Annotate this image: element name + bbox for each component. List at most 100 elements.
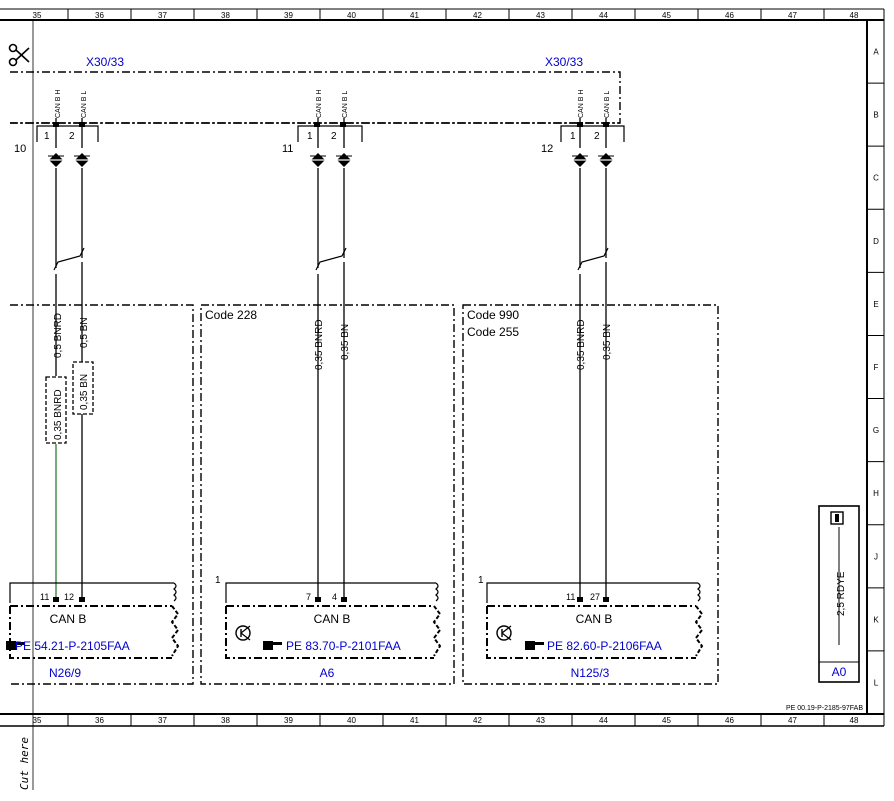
- module-name: A0: [832, 665, 847, 679]
- wire-label: 0,35 BNRD: [576, 319, 587, 370]
- code-areas: [10, 304, 719, 685]
- row-letter: C: [873, 174, 879, 183]
- modules: [6, 582, 704, 659]
- row-letter: J: [874, 552, 878, 561]
- pin-signal-label: CAN B L: [342, 91, 349, 118]
- pin-signal-label: CAN B L: [81, 91, 88, 118]
- connector-id: 11: [282, 143, 293, 155]
- module-pin-number: 4: [332, 592, 337, 602]
- column-number: 46: [725, 11, 734, 20]
- column-number: 42: [473, 716, 482, 725]
- column-number: 45: [662, 716, 671, 725]
- module-pin-number: 12: [64, 592, 74, 602]
- connector-id: 12: [541, 143, 553, 155]
- cut-here-label: Cut here: [18, 737, 31, 790]
- row-letter: G: [873, 426, 879, 435]
- pin-number: 2: [594, 131, 600, 142]
- a0-box: 2,5 RDYE A0: [818, 505, 860, 683]
- column-number: 41: [410, 11, 419, 20]
- pin-number: 1: [44, 131, 50, 142]
- code-label: Code 228: [205, 308, 257, 322]
- pin-number: 2: [69, 131, 75, 142]
- wires: [48, 118, 614, 597]
- row-letter: K: [873, 615, 879, 624]
- module-pin-number: 27: [590, 592, 600, 602]
- connector-id: 10: [14, 143, 26, 155]
- wire-label: 0,35 BN: [602, 324, 613, 360]
- bus-label: CAN B: [314, 612, 351, 626]
- top-ruler: 35 36 37 38 39 40 41 42 43 44 45 46 47 48: [0, 8, 885, 21]
- module-name: N26/9: [49, 666, 81, 680]
- pin-number: 1: [307, 131, 313, 142]
- column-number: 43: [536, 716, 545, 725]
- wire-label: 2,5 RDYE: [836, 571, 847, 616]
- wire-label: 0,35 BNRD: [53, 389, 64, 440]
- module-name: A6: [320, 666, 335, 680]
- module-pin-number: 11: [566, 592, 575, 602]
- connector-label-left: X30/33: [86, 55, 124, 69]
- column-number: 44: [599, 11, 608, 20]
- pointer-hand-icon: [263, 641, 282, 650]
- column-number: 36: [95, 716, 104, 725]
- column-number: 41: [410, 716, 419, 725]
- footer-reference: PE 00.19-P-2185-97FAB: [786, 705, 863, 712]
- column-number: 37: [158, 11, 167, 20]
- column-number: 45: [662, 11, 671, 20]
- wire-label: 0,5 BNRD: [53, 313, 64, 358]
- column-number: 38: [221, 716, 230, 725]
- row-letter: E: [873, 300, 878, 309]
- wire-label: 0,35 BNRD: [314, 319, 325, 370]
- column-number: 36: [95, 11, 104, 20]
- wire-sleeve: [72, 361, 94, 415]
- pointer-hand-icon: [525, 641, 544, 650]
- pin-signal-label: CAN B H: [316, 90, 323, 118]
- code-label: Code 990: [467, 308, 519, 322]
- column-number: 44: [599, 716, 608, 725]
- bus-label: CAN B: [576, 612, 613, 626]
- column-number: 42: [473, 11, 482, 20]
- pin-number: 2: [331, 131, 337, 142]
- transistor-icon: [235, 625, 251, 641]
- module-side-number: 1: [215, 575, 221, 586]
- module-pin-number: 11: [40, 592, 49, 602]
- column-number: 48: [850, 716, 859, 725]
- column-number: 40: [347, 716, 356, 725]
- wire-label: 0,35 BN: [79, 374, 90, 410]
- column-number: 43: [536, 11, 545, 20]
- column-number: 38: [221, 11, 230, 20]
- column-number: 40: [347, 11, 356, 20]
- connector-x30-33-group: [10, 71, 621, 124]
- row-letter: L: [874, 678, 879, 687]
- pin-signal-label: CAN B H: [578, 90, 585, 118]
- module-pin-number: 7: [306, 592, 311, 602]
- pin-signal-label: CAN B L: [604, 91, 611, 118]
- column-number: 37: [158, 716, 167, 725]
- code-label: Code 255: [467, 325, 519, 339]
- info-icon: [830, 511, 844, 525]
- reference-link[interactable]: PE 54.21-P-2105FAA: [15, 639, 130, 653]
- module-name: N125/3: [571, 666, 610, 680]
- wire-sleeve: [45, 376, 67, 444]
- connector-label-right: X30/33: [545, 55, 583, 69]
- column-number: 35: [33, 716, 42, 725]
- transistor-icon: [496, 625, 512, 641]
- column-number: 46: [725, 716, 734, 725]
- wire-label: 0,5 BN: [79, 317, 90, 348]
- column-number: 39: [284, 11, 293, 20]
- pointer-hand-icon: [6, 641, 25, 650]
- column-number: 39: [284, 716, 293, 725]
- row-letter: B: [873, 111, 878, 120]
- reference-link[interactable]: PE 82.60-P-2106FAA: [547, 639, 662, 653]
- bus-label: CAN B: [50, 612, 87, 626]
- pin-signal-label: CAN B H: [55, 90, 62, 118]
- row-letter: H: [873, 489, 879, 498]
- module-side-number: 1: [478, 575, 484, 586]
- column-number: 35: [33, 11, 42, 20]
- reference-link[interactable]: PE 83.70-P-2101FAA: [286, 639, 401, 653]
- column-number: 47: [788, 11, 797, 20]
- row-letter: A: [873, 48, 879, 57]
- row-letter: F: [874, 363, 879, 372]
- column-number: 48: [850, 11, 859, 20]
